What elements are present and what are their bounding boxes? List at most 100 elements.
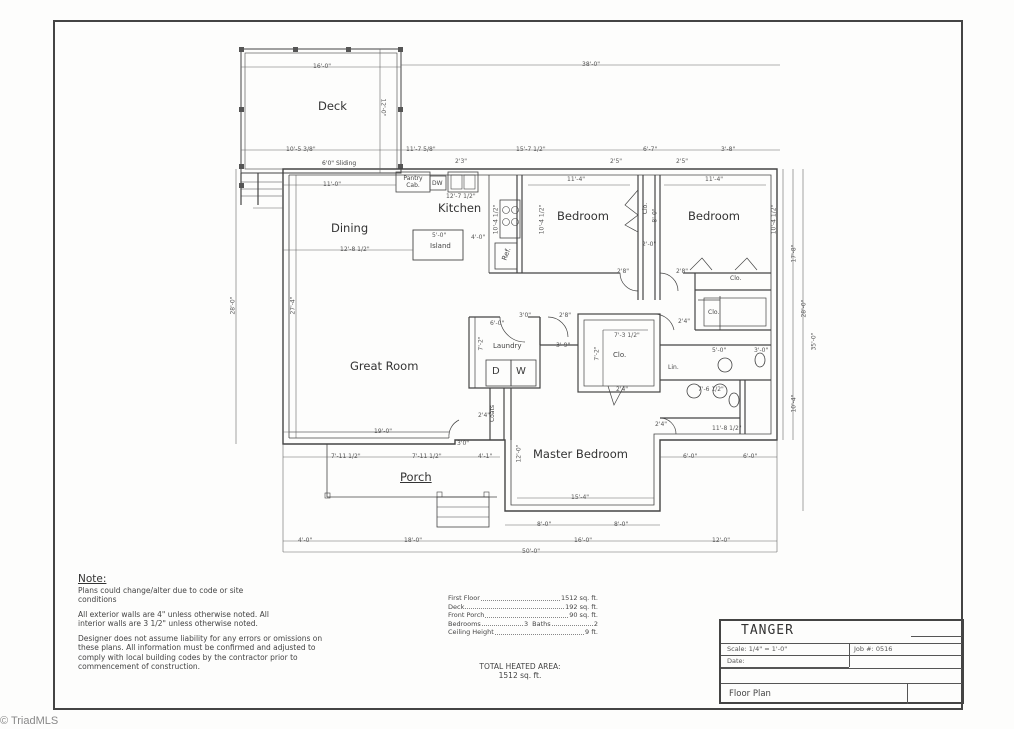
dim-porch-left: 7'-11 1/2" (331, 453, 361, 460)
dim-bath-bottom-right: 6'-0" (743, 453, 758, 460)
dim-right-overall: 35'-0" (810, 332, 818, 351)
scale-label: Scale: 1/4" = 1'-0" (727, 645, 788, 653)
note-line-2: All exterior walls are 4" unless otherwi… (78, 609, 269, 629)
dim-bath-3: 3'-0" (754, 347, 769, 354)
dim-bath-width: 11'-8 1/2" (712, 425, 742, 432)
dim-closet-master-width: 7'-3 1/2" (614, 332, 640, 339)
dim-right-17-8: 17'-8" (790, 244, 798, 263)
room-label-bedroom-2: Bedroom (688, 209, 741, 223)
room-label-kitchen: Kitchen (438, 201, 482, 215)
dim-dining-width: 11'-0" (323, 181, 342, 188)
dim-laundry-width: 6'-0" (490, 320, 505, 327)
dim-closet-depth: 8'-0" (651, 208, 659, 223)
stat-row: Deck 192 sq. ft. (448, 603, 598, 612)
dim-overall-top: 38'-0" (582, 61, 601, 68)
notes-block: Note: Plans could change/alter due to co… (78, 574, 358, 677)
dim-closet-master-depth: 7'-2" (593, 346, 601, 361)
dim-left-overall: 28'-0" (229, 296, 237, 315)
dim-window-2-3: 2'3" (455, 158, 468, 165)
dim-master-window-left: 8'-0" (537, 521, 552, 528)
dim-window-2-5-a: 2'5" (610, 158, 623, 165)
dim-bath-bottom-left: 6'-0" (683, 453, 698, 460)
job-value: 0516 (875, 645, 893, 653)
dim-deck-width: 16'-0" (313, 63, 332, 70)
dim-right-28: 28'-0" (800, 299, 808, 318)
dim-top-15-7: 15'-7 1/2" (516, 146, 546, 153)
room-label-master-closet: Clo. (613, 351, 627, 359)
job-label: Job #: 0516 (854, 645, 893, 653)
project-name: TANGER (741, 623, 794, 638)
dim-bath-5: 5'-0" (712, 347, 727, 354)
stat-value: 3 (524, 619, 529, 628)
dim-master-window-right: 8'-0" (614, 521, 629, 528)
date-label: Date: (727, 657, 745, 665)
stat-label: Baths (532, 619, 551, 628)
stat-label: Front Porch (448, 611, 485, 619)
drawing-border (53, 20, 963, 710)
dim-island-width: 5'-0" (432, 232, 447, 239)
label-sliding-door: 6'0" Sliding (322, 160, 357, 167)
title-block: TANGER Scale: 1/4" = 1'-0" Job #: 0516 D… (719, 619, 964, 704)
room-label-porch: Porch (400, 470, 432, 484)
label-washer: W (516, 366, 526, 377)
dim-bottom-12: 12'-0" (712, 537, 731, 544)
dim-great-room-depth: 27'-4" (289, 296, 297, 315)
dim-bedroom2-width: 11'-4" (705, 176, 724, 183)
dim-top-3-8: 3'-8" (721, 146, 736, 153)
dim-top-6-7: 6'-7" (643, 146, 658, 153)
label-dryer: D (492, 366, 500, 377)
stat-value: 9 ft. (585, 628, 598, 636)
sheet-title: Floor Plan (729, 689, 771, 699)
stat-label: Ceiling Height (448, 628, 494, 636)
dim-deck-left: 10'-5 3/8" (286, 146, 316, 153)
room-label-master-bedroom: Master Bedroom (533, 447, 628, 461)
dim-bottom-18: 18'-0" (404, 537, 423, 544)
dim-overall-bottom: 50'-0" (522, 548, 541, 555)
room-label-dining: Dining (331, 221, 369, 235)
label-dishwasher: DW (432, 180, 443, 187)
total-value: 1512 sq. ft. (498, 671, 542, 680)
dim-door-bath: 2'4" (655, 421, 668, 428)
dim-door-closet: 2'4" (616, 386, 629, 393)
stat-label: Deck (448, 602, 465, 611)
dim-door-coats: 2'4" (478, 412, 491, 419)
dim-master-width: 15'-4" (571, 494, 590, 501)
stat-value: 1512 sq. ft. (560, 594, 598, 602)
label-closet-bed1: Clo. (642, 202, 650, 215)
dim-bottom-16: 16'-0" (574, 537, 593, 544)
stat-label: Bedrooms (448, 619, 481, 628)
dim-bedroom1-width: 11'-4" (567, 176, 586, 183)
dim-great-room-width: 19'-0" (374, 428, 393, 435)
note-line-3: Designer does not assume liability for a… (78, 633, 323, 672)
note-line-1: Plans could change/alter due to code or … (78, 585, 244, 605)
dim-door-hall: 2'8" (559, 312, 572, 319)
label-island: Island (430, 242, 451, 250)
total-heated-area: TOTAL HEATED AREA: 1512 sq. ft. (460, 662, 580, 680)
dim-window-2-5-b: 2'5" (676, 158, 689, 165)
dim-master-depth: 12'-0" (515, 444, 523, 463)
dim-closet-width: 2'-0" (642, 241, 657, 248)
label-closet-bed2: Clo. (730, 275, 742, 282)
room-label-laundry: Laundry (493, 342, 522, 350)
dim-bedroom1-depth: 10'-4 1/2" (538, 204, 546, 235)
dim-island-gap: 4'-0" (471, 234, 486, 241)
room-label-great-room: Great Room (350, 359, 419, 373)
dim-door-hall-bath: 2'4" (678, 318, 691, 325)
label-linen: Lin. (668, 364, 679, 371)
dim-door-front: 3'0" (457, 440, 470, 447)
dim-laundry-depth: 7'-2" (477, 336, 485, 351)
stat-value: 192 sq. ft. (565, 602, 598, 611)
dim-kitchen-width: 12'-7 1/2" (446, 193, 476, 200)
watermark: © TriadMLS (0, 715, 59, 727)
dim-deck-right: 11'-7 5/8" (406, 146, 436, 153)
scale-value: 1/4" = 1'-0" (748, 645, 788, 653)
total-label: TOTAL HEATED AREA: (479, 662, 561, 671)
dim-bottom-4: 4'-0" (298, 537, 313, 544)
dim-porch-step: 4'-1" (478, 453, 493, 460)
dim-door-bed1: 2'8" (617, 268, 630, 275)
stat-value: 90 sq. ft. (569, 611, 598, 619)
stat-value: 2 (593, 619, 599, 628)
